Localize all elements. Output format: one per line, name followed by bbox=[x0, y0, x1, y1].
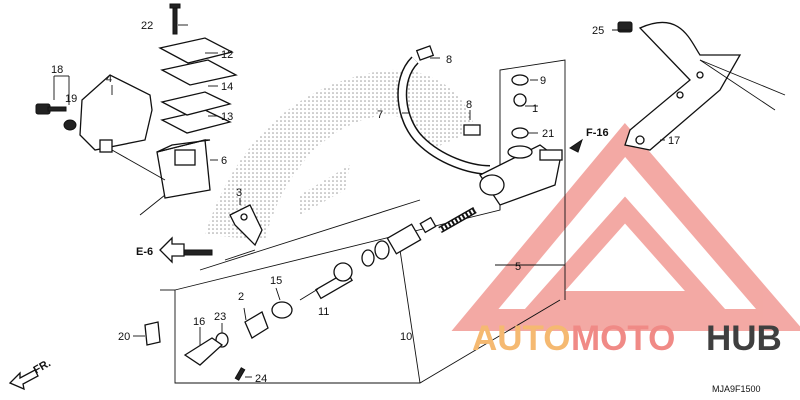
callout-7: 7 bbox=[377, 109, 383, 121]
callout-13: 13 bbox=[221, 111, 233, 123]
direction-label: FR. bbox=[32, 357, 53, 376]
assembly-frame bbox=[139, 59, 566, 384]
small-parts bbox=[144, 249, 293, 381]
callout-23: 23 bbox=[214, 311, 226, 323]
watermark-text: AUTO MOTO HUB bbox=[472, 319, 782, 358]
callout-6: 6 bbox=[221, 155, 227, 167]
callout-16: 16 bbox=[193, 316, 205, 328]
callout-12: 12 bbox=[221, 49, 233, 61]
callout-4: 4 bbox=[106, 73, 112, 85]
callout-19: 19 bbox=[65, 93, 77, 105]
callout-17: 17 bbox=[668, 135, 680, 147]
callout-8b: 8 bbox=[466, 99, 472, 111]
callout-2: 2 bbox=[238, 291, 244, 303]
ref-e6: E-6 bbox=[136, 246, 153, 258]
piston-assembly bbox=[361, 206, 477, 267]
callout-20: 20 bbox=[118, 331, 130, 343]
ref-f16: F-16 bbox=[586, 127, 609, 139]
callout-labels: 1 2 3 4 5 6 7 8 8 9 10 11 12 13 14 15 16… bbox=[51, 20, 680, 385]
callout-1: 1 bbox=[532, 103, 538, 115]
watermark-moto: MOTO bbox=[571, 319, 675, 358]
bracket-3 bbox=[229, 204, 263, 247]
diagram-code: MJA9F1500 bbox=[712, 384, 761, 394]
watermark-auto: AUTO bbox=[472, 319, 571, 358]
direction-arrow-icon bbox=[8, 369, 39, 391]
callout-14: 14 bbox=[221, 81, 233, 93]
callout-15: 15 bbox=[270, 275, 282, 287]
callout-8a: 8 bbox=[446, 54, 452, 66]
bolt-22 bbox=[169, 3, 181, 35]
reservoir-assembly bbox=[79, 37, 238, 199]
callout-25: 25 bbox=[592, 25, 604, 37]
callout-22: 22 bbox=[141, 20, 153, 32]
callout-5: 5 bbox=[515, 261, 521, 273]
callout-24: 24 bbox=[255, 373, 267, 385]
leader-lines bbox=[53, 24, 665, 378]
hose-7 bbox=[397, 45, 491, 175]
master-cylinder bbox=[479, 74, 563, 206]
callout-10: 10 bbox=[400, 331, 412, 343]
screw-19 bbox=[35, 103, 77, 131]
e6-arrow bbox=[159, 236, 185, 264]
callout-21: 21 bbox=[542, 128, 554, 140]
watermark-logo bbox=[451, 122, 800, 331]
callout-18: 18 bbox=[51, 64, 63, 76]
callout-3: 3 bbox=[236, 187, 242, 199]
f16-arrow bbox=[569, 138, 583, 153]
watermark-hub: HUB bbox=[706, 319, 782, 358]
pushrod-11 bbox=[299, 262, 353, 301]
bracket-17 bbox=[617, 21, 786, 151]
callout-11: 11 bbox=[318, 306, 329, 318]
callout-9: 9 bbox=[540, 75, 546, 87]
